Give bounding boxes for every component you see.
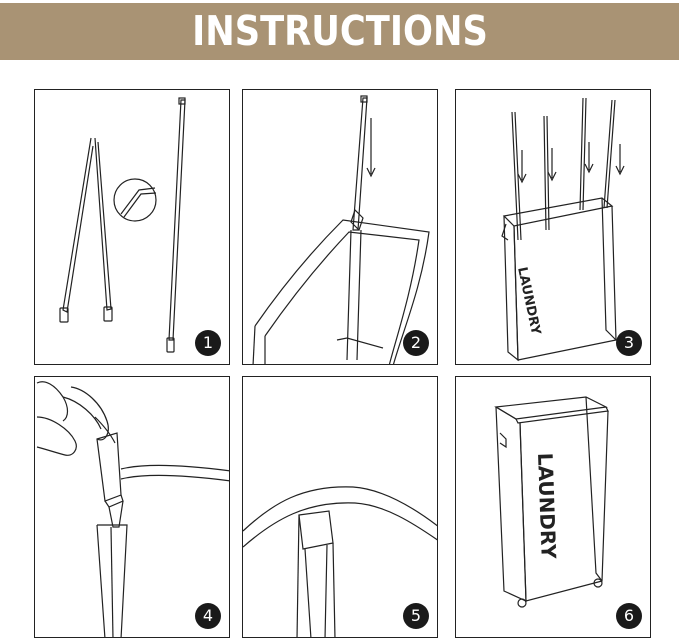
step-4-badge: 4 <box>195 603 221 629</box>
step-3-badge: 3 <box>616 330 642 356</box>
step-2-panel: 2 <box>242 89 438 365</box>
four-poles-illustration: LAUNDRY <box>501 97 625 362</box>
step-6-basket-label: LAUNDRY <box>533 452 561 559</box>
step-1-panel: 1 <box>34 89 230 365</box>
step-6-badge: 6 <box>616 603 642 629</box>
hand-attach-illustration <box>36 381 229 637</box>
clip-closeup-illustration <box>243 486 437 637</box>
step-5-panel: 5 <box>242 376 438 638</box>
step-4-panel: 4 <box>34 376 230 638</box>
assembled-basket-illustration: LAUNDRY <box>494 396 609 608</box>
page-title: INSTRUCTIONS <box>191 7 488 55</box>
step-3-panel: LAUNDRY 3 <box>455 89 651 365</box>
folded-poles-illustration <box>59 97 186 353</box>
step-2-badge: 2 <box>403 330 429 356</box>
step-3-basket-label: LAUNDRY <box>514 266 543 337</box>
pole-insert-illustration <box>252 95 430 364</box>
step-1-badge: 1 <box>195 330 221 356</box>
header-banner: INSTRUCTIONS <box>0 3 679 60</box>
step-5-badge: 5 <box>403 603 429 629</box>
step-6-panel: LAUNDRY 6 <box>455 376 651 638</box>
